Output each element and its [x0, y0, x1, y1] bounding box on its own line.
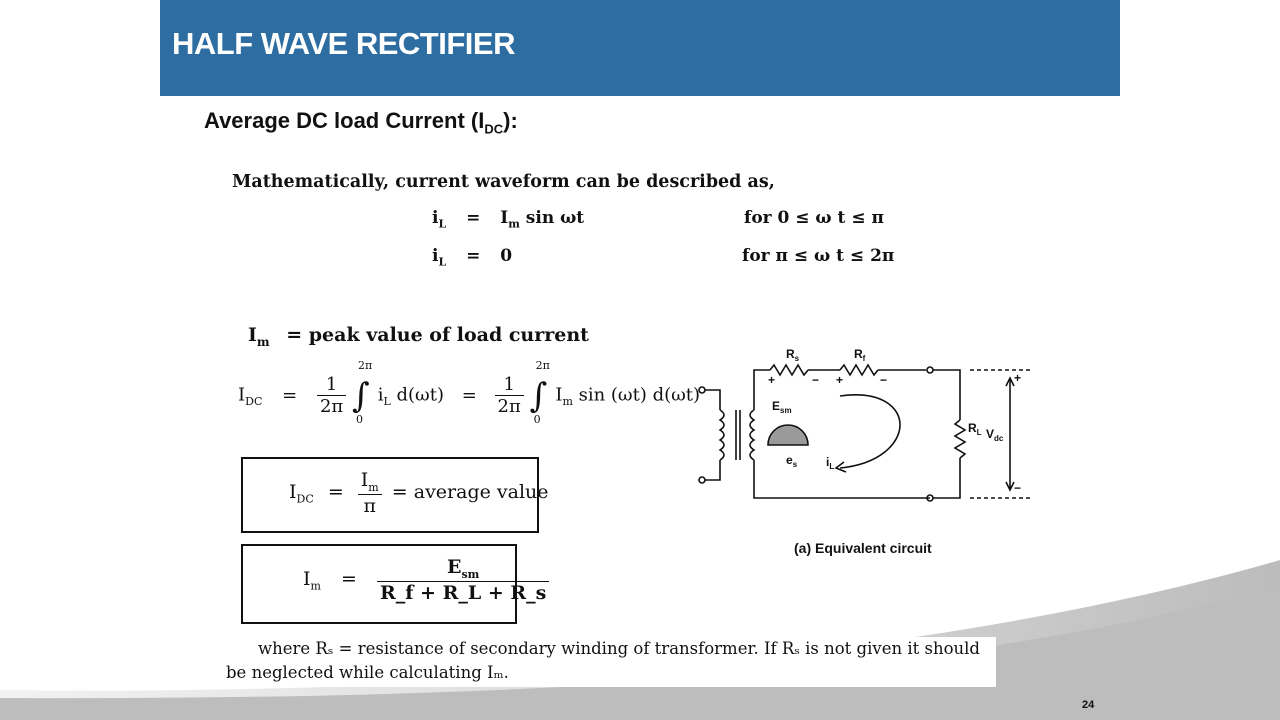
- integrand2-sub: m: [562, 395, 573, 409]
- frac1-num: 1: [316, 374, 347, 396]
- idc-eq-2: =: [461, 384, 477, 406]
- integrand1: i: [377, 384, 384, 406]
- subtitle-subscript: DC: [484, 121, 504, 137]
- label-esm: Esm: [772, 399, 792, 415]
- integral1-upper: 2π: [357, 358, 373, 372]
- im-symbol: I: [248, 324, 257, 346]
- label-vdc: Vdc: [986, 427, 1004, 443]
- waveform-intro: Mathematically, current waveform can be …: [232, 172, 775, 192]
- frac2-num: 1: [494, 374, 524, 396]
- note-line-1: where Rₛ = resistance of secondary windi…: [258, 639, 980, 658]
- row2-lhs-sub: L: [438, 255, 447, 269]
- integrand2: I: [555, 384, 563, 406]
- title-bar: HALF WAVE RECTIFIER: [160, 0, 1120, 96]
- page-number: 24: [1082, 699, 1095, 711]
- row1-rhs: I: [500, 208, 509, 228]
- waveform-definition: Mathematically, current waveform can be …: [224, 170, 914, 275]
- slide-subtitle: Average DC load Current (IDC):: [204, 108, 518, 136]
- box1-num: Im: [357, 469, 382, 495]
- row1-rhs-tail: sin ωt: [519, 208, 585, 228]
- label-rf: Rf: [854, 347, 866, 363]
- label-il: iL: [826, 455, 834, 471]
- waveform-cond-1: for 0 ≤ ω t ≤ π: [744, 208, 884, 228]
- waveform-row-2: iL = 0: [432, 246, 512, 268]
- input-terminal-top: [698, 386, 706, 394]
- row1-eq: =: [466, 208, 481, 228]
- idc-eq-1: =: [282, 384, 298, 406]
- label-rs: Rs: [786, 347, 800, 363]
- integrand1-tail: d(ωt): [390, 384, 444, 406]
- label-minus-1: −: [812, 373, 819, 387]
- subtitle-end: ):: [503, 108, 518, 133]
- box2-lhs: I: [303, 567, 311, 590]
- im-definition: Im = peak value of load current: [248, 324, 589, 349]
- label-minus-2: −: [880, 373, 887, 387]
- label-minus-out: −: [1014, 481, 1021, 495]
- integral2-lower: 0: [533, 412, 541, 426]
- label-plus-2: +: [836, 373, 843, 387]
- label-plus-1: +: [768, 373, 775, 387]
- current-arrow: [839, 394, 901, 469]
- integral1-lower: 0: [355, 412, 363, 426]
- waveform-cond-2: for π ≤ ω t ≤ 2π: [742, 246, 895, 266]
- resistance-note: where Rₛ = resistance of secondary windi…: [224, 637, 996, 687]
- integral2-upper: 2π: [535, 358, 550, 372]
- note-line-2: be neglected while calculating Iₘ.: [226, 663, 509, 682]
- row1-rhs-sub: m: [508, 217, 520, 231]
- box1-lhs: I: [289, 480, 297, 503]
- subtitle-text: Average DC load Current (I: [204, 108, 485, 133]
- box2-lhs-sub: m: [310, 579, 321, 593]
- label-es: es: [786, 453, 798, 469]
- integrand1-sub: L: [383, 395, 391, 409]
- box2-num-sub: sm: [461, 567, 480, 581]
- box1-num-sub: m: [368, 480, 379, 494]
- im-def-text: = peak value of load current: [286, 324, 589, 346]
- secondary-winding: [749, 409, 756, 461]
- integrand2-tail: sin (ωt) d(ωt): [572, 384, 701, 406]
- label-plus-out: +: [1014, 371, 1021, 385]
- slide-title: HALF WAVE RECTIFIER: [172, 26, 515, 61]
- box1-num-sym: I: [360, 469, 369, 491]
- row1-lhs-sub: L: [438, 217, 447, 231]
- idc-lhs-sub: DC: [245, 395, 263, 409]
- integral-sign-1: ∫ 2π 0: [351, 358, 373, 426]
- row2-rhs: 0: [500, 246, 513, 266]
- box2-den: R_f + R_L + R_s: [379, 581, 547, 604]
- integral-sign-2: ∫ 2π 0: [529, 358, 550, 426]
- box1-eq: =: [327, 480, 344, 503]
- primary-winding: [718, 409, 725, 461]
- box2-num-sym: E: [447, 556, 462, 578]
- waveform-row-1: iL = Im sin ωt: [432, 208, 584, 230]
- box2-num: Esm: [376, 556, 550, 582]
- box1-tail: = average value: [391, 480, 549, 503]
- box2-eq: =: [341, 567, 357, 590]
- equivalent-circuit-diagram: Rs Rf Esm es iL RL Vdc + − + − + −: [698, 347, 1030, 502]
- rf-resistor: [839, 363, 879, 377]
- label-rl: RL: [968, 421, 982, 437]
- input-terminal-bottom: [698, 476, 706, 484]
- frac1-den: 2π: [319, 396, 344, 417]
- frac2-den: 2π: [497, 396, 521, 417]
- box1-den: π: [363, 494, 377, 517]
- row2-eq: =: [466, 246, 481, 266]
- row1-lhs: i: [432, 208, 439, 228]
- rl-resistor: [953, 419, 967, 459]
- idc-lhs: I: [238, 384, 246, 406]
- circuit-caption: (a) Equivalent circuit: [794, 540, 932, 556]
- rs-resistor: [769, 363, 809, 377]
- diode-symbol: [767, 424, 809, 446]
- box1-lhs-sub: DC: [296, 492, 314, 506]
- im-sub: m: [256, 334, 270, 349]
- row2-lhs: i: [432, 246, 439, 266]
